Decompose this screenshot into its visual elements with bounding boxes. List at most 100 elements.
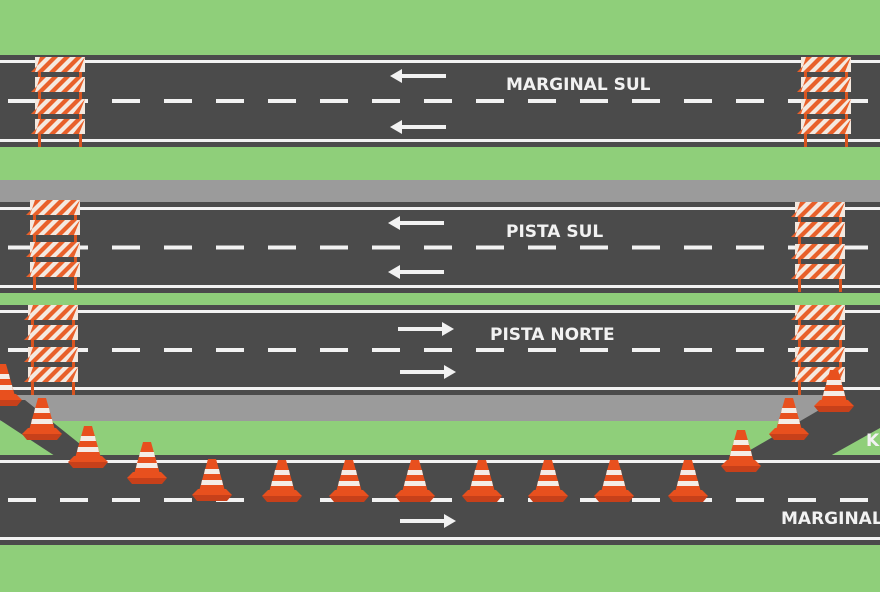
lane-dash bbox=[580, 99, 608, 103]
lane-dash bbox=[372, 245, 400, 250]
shoulder bbox=[0, 393, 880, 421]
arrow-left-icon bbox=[390, 120, 446, 134]
lane-dash bbox=[632, 99, 660, 103]
lane-dash bbox=[840, 245, 868, 250]
arrow-left-icon bbox=[390, 69, 446, 83]
lane-dash bbox=[580, 348, 608, 352]
lane-dash bbox=[320, 99, 348, 103]
lane-dash bbox=[632, 348, 660, 352]
lane-dash bbox=[8, 99, 36, 103]
lane-dash bbox=[268, 245, 296, 250]
arrow-right-icon bbox=[400, 514, 456, 528]
lane-dash bbox=[372, 99, 400, 103]
lane-dash bbox=[684, 348, 712, 352]
lane-dash bbox=[216, 498, 244, 502]
traffic-cone bbox=[721, 430, 761, 472]
lane-dash bbox=[8, 245, 36, 250]
traffic-cone bbox=[68, 426, 108, 468]
lane-dash bbox=[528, 348, 556, 352]
arrow-left-icon bbox=[388, 265, 444, 279]
lane-dash bbox=[476, 99, 504, 103]
lane-dash bbox=[268, 348, 296, 352]
edge-line bbox=[0, 387, 880, 390]
lane-dash bbox=[840, 348, 868, 352]
barricade bbox=[791, 305, 845, 395]
lane-dash bbox=[8, 348, 36, 352]
edge-line bbox=[0, 537, 880, 540]
traffic-cone bbox=[262, 460, 302, 502]
edge-line bbox=[0, 285, 880, 288]
lane-dash bbox=[476, 348, 504, 352]
lane-dash bbox=[60, 498, 88, 502]
lane-dash bbox=[424, 498, 452, 502]
lane-dash bbox=[8, 498, 36, 502]
traffic-cone bbox=[395, 460, 435, 502]
lane-dash bbox=[164, 99, 192, 103]
arrow-right-icon bbox=[400, 365, 456, 379]
lane-dash bbox=[476, 245, 504, 250]
lane-dash bbox=[268, 99, 296, 103]
barricade bbox=[31, 57, 85, 147]
traffic-cone bbox=[329, 460, 369, 502]
lane-dash bbox=[684, 99, 712, 103]
lane-dash bbox=[736, 348, 764, 352]
lane-dash bbox=[164, 245, 192, 250]
lane-dash bbox=[372, 498, 400, 502]
shoulder bbox=[0, 180, 880, 204]
traffic-cone bbox=[814, 370, 854, 412]
lane-dash bbox=[424, 99, 452, 103]
lane-dash bbox=[840, 99, 868, 103]
lane-dash bbox=[112, 498, 140, 502]
road-pista-sul: PISTA SUL bbox=[0, 202, 880, 293]
lane-dash bbox=[684, 245, 712, 250]
lane-dash bbox=[528, 245, 556, 250]
traffic-cone bbox=[127, 442, 167, 484]
lane-dash bbox=[736, 498, 764, 502]
lane-dash bbox=[736, 245, 764, 250]
lane-dash bbox=[112, 99, 140, 103]
traffic-cone bbox=[594, 460, 634, 502]
traffic-cone bbox=[528, 460, 568, 502]
road-label: MARGINAL bbox=[781, 509, 880, 529]
road-label: PISTA SUL bbox=[506, 222, 603, 242]
lane-dash bbox=[216, 245, 244, 250]
lane-dash bbox=[736, 99, 764, 103]
lane-dash bbox=[320, 245, 348, 250]
barricade bbox=[26, 200, 80, 290]
road-marginal-sul: MARGINAL SUL bbox=[0, 55, 880, 147]
lane-dash bbox=[632, 498, 660, 502]
ramp-label: K bbox=[866, 431, 880, 451]
edge-line bbox=[0, 310, 880, 313]
lane-dash bbox=[372, 348, 400, 352]
lane-dash bbox=[164, 498, 192, 502]
lane-dash bbox=[164, 348, 192, 352]
traffic-cone bbox=[192, 459, 232, 501]
lane-dash bbox=[112, 348, 140, 352]
traffic-cone bbox=[668, 460, 708, 502]
lane-dash bbox=[788, 498, 816, 502]
lane-dash bbox=[216, 348, 244, 352]
barricade bbox=[797, 57, 851, 147]
lane-dash bbox=[840, 498, 868, 502]
road-pista-norte: PISTA NORTE bbox=[0, 305, 880, 395]
edge-line bbox=[0, 207, 880, 210]
traffic-cone bbox=[22, 398, 62, 440]
barricade bbox=[791, 202, 845, 292]
road-label: MARGINAL SUL bbox=[506, 75, 651, 95]
lane-dash bbox=[424, 245, 452, 250]
lane-dash bbox=[424, 348, 452, 352]
lane-dash bbox=[528, 99, 556, 103]
edge-line bbox=[0, 460, 880, 463]
arrow-right-icon bbox=[398, 322, 454, 336]
traffic-cone bbox=[769, 398, 809, 440]
median bbox=[0, 292, 880, 306]
edge-line bbox=[0, 60, 880, 63]
road-label: PISTA NORTE bbox=[490, 325, 615, 345]
barricade bbox=[24, 305, 78, 395]
lane-dash bbox=[320, 348, 348, 352]
lane-dash bbox=[216, 99, 244, 103]
arrow-left-icon bbox=[388, 216, 444, 230]
lane-dash bbox=[580, 245, 608, 250]
lane-dash bbox=[580, 498, 608, 502]
